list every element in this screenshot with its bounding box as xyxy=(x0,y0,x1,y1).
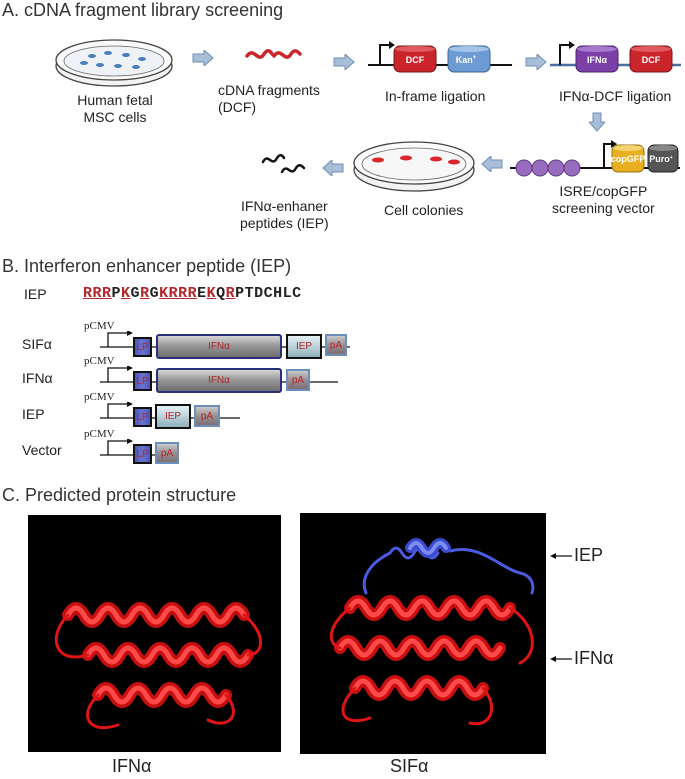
construct-box-lp: LP xyxy=(133,407,152,427)
left-structure-caption: IFNα xyxy=(112,756,152,776)
sequence-residues: P xyxy=(111,285,122,302)
msc-label-line1: Human fetal xyxy=(77,92,153,108)
promoter-label: pCMV xyxy=(84,428,115,440)
section-c-title: C. Predicted protein structure xyxy=(2,485,237,505)
promoter-label: pCMV xyxy=(84,355,115,367)
iep-label-line1: IFNα-enhaner xyxy=(241,198,328,214)
construct-box-pa: pA xyxy=(286,369,310,391)
isre-beads xyxy=(515,159,581,177)
arrow-left-pointer-icon xyxy=(550,656,572,662)
isre-label-line1: ISRE/copGFP xyxy=(559,183,648,199)
petri-dish-msc-icon xyxy=(55,39,173,87)
dcf-gene-2-label: DCF xyxy=(642,55,661,65)
arrow-left-icon xyxy=(481,156,503,172)
arrow-right-icon xyxy=(333,54,355,70)
ifn-dcf-construct: IFNα DCF xyxy=(550,41,681,73)
ifn-gene-label: IFNα xyxy=(587,55,607,65)
arrow-down-icon xyxy=(589,112,605,132)
inframe-ligation-construct: DCF Kan+ xyxy=(368,41,512,73)
sequence-residues: Q xyxy=(216,285,226,302)
arrow-left-icon xyxy=(322,160,344,176)
colonies-label: Cell colonies xyxy=(384,202,464,218)
ifn-gene xyxy=(575,45,619,73)
construct-box-lp: LP xyxy=(133,337,152,357)
cdna-label-line1: cDNA fragments xyxy=(218,82,320,98)
sequence-basic-residues: KRRR xyxy=(159,285,198,302)
sequence-residues: E xyxy=(197,285,207,302)
iep-sequence: RRRPKGRGKRRREKQRPTDCHLC xyxy=(83,285,302,302)
ifn-dcf-label: IFNα-DCF ligation xyxy=(559,88,672,104)
iep-annotation: IEP xyxy=(574,545,604,565)
sequence-basic-residues: K xyxy=(121,285,131,302)
construct-box-pa: pA xyxy=(194,405,220,427)
promoter-label: pCMV xyxy=(84,320,115,332)
construct-box-pa: pA xyxy=(325,334,347,356)
isre-screening-vector: copGFP Puro+ xyxy=(510,140,680,177)
isre-label-line2: screening vector xyxy=(552,200,655,216)
sequence-basic-residues: R xyxy=(225,285,236,302)
ifn-structure-image xyxy=(28,515,281,752)
section-b-title: B. Interferon enhancer peptide (IEP) xyxy=(2,256,292,276)
construct-box-pa: pA xyxy=(155,442,179,464)
cdna-label-line2: (DCF) xyxy=(218,99,257,115)
construct-box-ifn: IFNα xyxy=(156,334,282,359)
kan-gene-label: Kan+ xyxy=(456,55,477,65)
dcf-gene xyxy=(393,45,437,73)
copgfp-gene-label: copGFP xyxy=(611,154,646,164)
arrow-right-icon xyxy=(525,54,547,70)
promoter-label: pCMV xyxy=(84,391,115,403)
iep-seq-label: IEP xyxy=(24,286,47,302)
isre-label: ISRE/copGFP screening vector xyxy=(552,183,655,217)
construct-box-lp: LP xyxy=(133,444,152,464)
sequence-residues: PTDCHLC xyxy=(235,285,302,302)
construct-box-iep: IEP xyxy=(286,334,322,359)
msc-label-line2: MSC cells xyxy=(83,109,147,125)
inframe-label: In-frame ligation xyxy=(385,88,486,104)
construct-name: SIFα xyxy=(22,336,52,352)
iep-peptides-icon xyxy=(261,154,306,174)
puro-gene xyxy=(647,144,679,173)
arrow-right-icon xyxy=(192,50,214,66)
sequence-residues: G xyxy=(149,285,160,302)
sequence-basic-residues: RRR xyxy=(83,285,112,302)
sequence-basic-residues: K xyxy=(206,285,217,302)
arrow-left-pointer-icon xyxy=(550,553,572,559)
cdna-fragments-icon xyxy=(245,49,302,59)
right-structure-caption: SIFα xyxy=(390,756,429,776)
construct-name: IFNα xyxy=(22,370,53,386)
msc-label: Human fetal MSC cells xyxy=(70,92,160,126)
sifa-structure-image xyxy=(300,513,546,754)
construct-box-lp: LP xyxy=(133,371,152,391)
cdna-label: cDNA fragments (DCF) xyxy=(218,82,320,116)
section-a-title: A. cDNA fragment library screening xyxy=(2,0,284,20)
iep-label: IFNα-enhaner peptides (IEP) xyxy=(240,198,329,232)
ifn-annotation: IFNα xyxy=(574,648,614,668)
copgfp-gene xyxy=(611,144,645,173)
iep-label-line2: peptides (IEP) xyxy=(240,215,329,231)
dcf-gene-2 xyxy=(629,45,673,73)
construct-box-ifn: IFNα xyxy=(156,368,282,393)
sequence-residues: G xyxy=(130,285,141,302)
puro-gene-label: Puro+ xyxy=(649,154,673,164)
construct-name: IEP xyxy=(22,406,45,422)
kan-gene xyxy=(447,45,491,73)
sequence-basic-residues: R xyxy=(140,285,150,302)
construct-box-iep: IEP xyxy=(155,404,191,429)
petri-dish-colonies-icon xyxy=(353,141,475,192)
construct-name: Vector xyxy=(22,442,62,458)
dcf-gene-label: DCF xyxy=(406,55,425,65)
